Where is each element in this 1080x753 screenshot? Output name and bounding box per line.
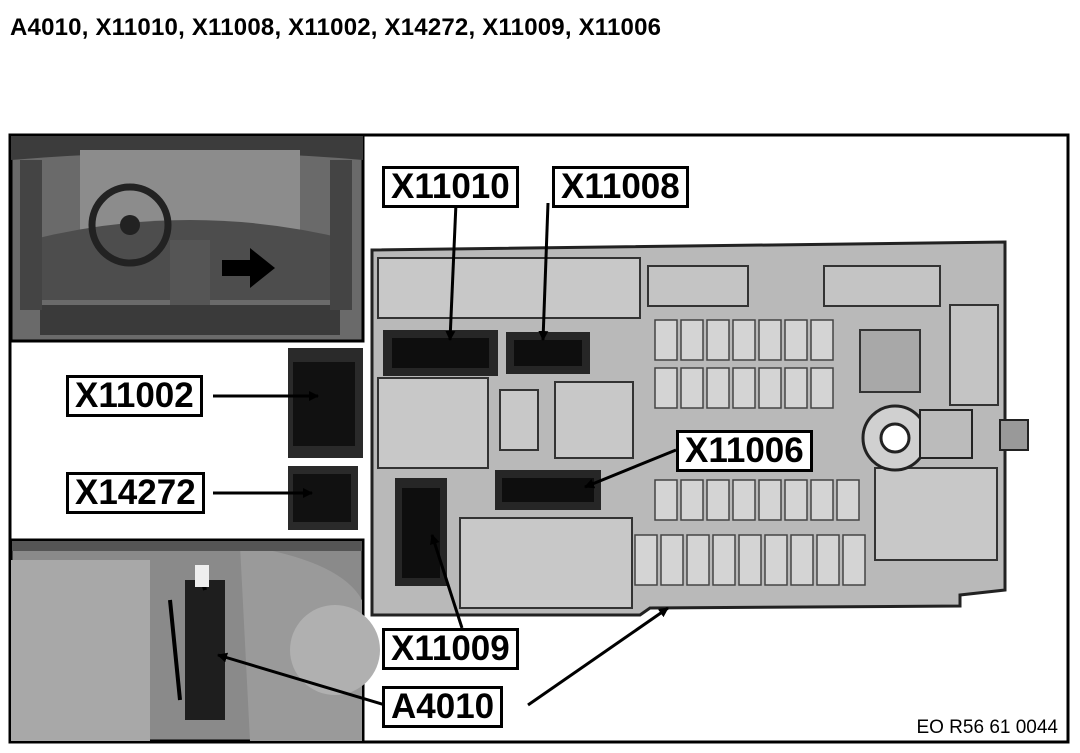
- label-x11006: X11006: [676, 430, 813, 472]
- leader-x11008: [538, 202, 550, 341]
- reference-code: EO R56 61 0044: [916, 717, 1058, 738]
- label-x11002: X11002: [66, 375, 203, 417]
- dashboard-inset: [9, 134, 365, 343]
- label-a4010: A4010: [382, 686, 504, 728]
- leader-a4010-right: [527, 606, 669, 707]
- label-x14272: X14272: [66, 472, 205, 514]
- label-x11010: X11010: [382, 166, 519, 208]
- page-title: A4010, X11010, X11008, X11002, X14272, X…: [10, 14, 662, 41]
- label-x11009: X11009: [382, 628, 519, 670]
- leader-x11010: [445, 202, 458, 341]
- footwell-inset: [9, 538, 380, 743]
- leader-a4010-left: [217, 652, 386, 707]
- left-connectors: [288, 348, 363, 530]
- leader-x11006: [584, 448, 677, 489]
- leader-x11009: [430, 534, 464, 629]
- fuse-box: [370, 240, 1029, 617]
- arrow-icon: [222, 248, 275, 288]
- label-x11008: X11008: [552, 166, 689, 208]
- leader-lines: [213, 202, 677, 707]
